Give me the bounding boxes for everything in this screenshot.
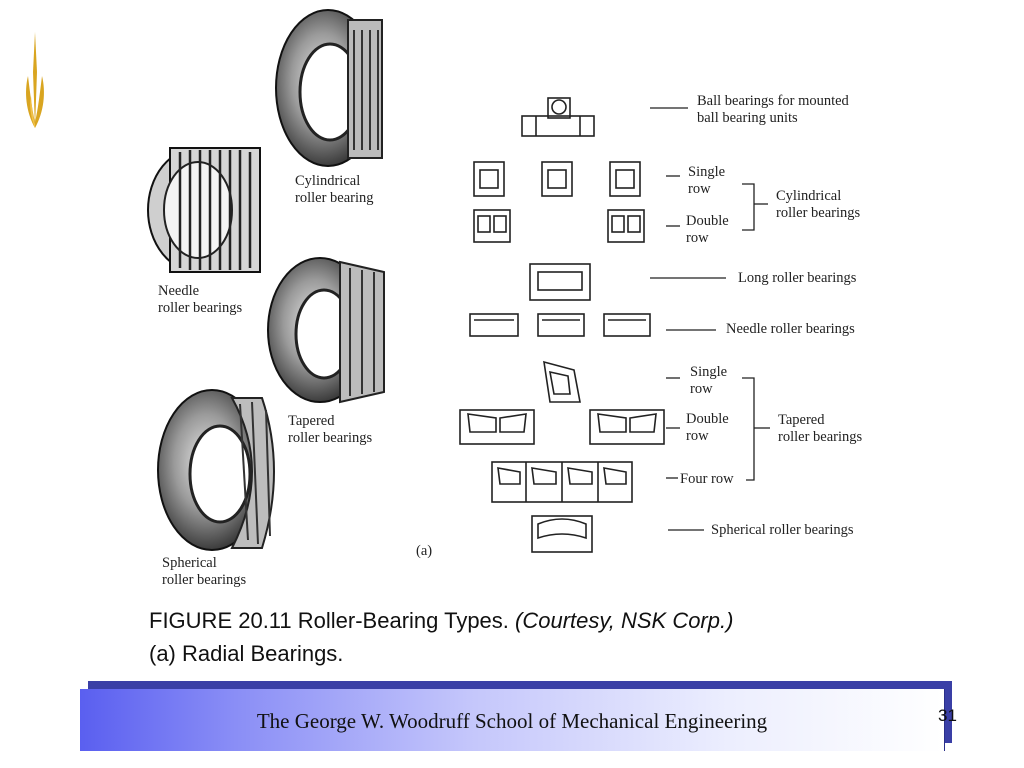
label-spherical-roller: Spherical roller bearings — [711, 522, 854, 538]
footer-banner: The George W. Woodruff School of Mechani… — [80, 689, 945, 751]
spherical-roller-section — [531, 515, 593, 553]
georgia-tech-logo-icon — [26, 32, 44, 128]
label-needle-roller: Needle roller bearings — [726, 321, 855, 337]
tapered-bearing-photo — [267, 257, 385, 404]
label-tap-single-row: Single row — [690, 364, 728, 397]
label-cyl-single-row: Single row — [688, 164, 726, 197]
label-four-row: Four row — [680, 471, 734, 487]
spherical-bearing-photo — [157, 389, 275, 551]
caption-line-2: (a) Radial Bearings. — [149, 641, 344, 666]
tapered-single-row-section — [543, 360, 581, 403]
long-roller-section — [529, 263, 591, 301]
bearing-illustration — [147, 9, 770, 553]
label-needle-photo: Needle roller bearings — [158, 283, 243, 316]
leader-lines — [650, 107, 770, 531]
label-ball-bearings: Ball bearings for mounted ball bearing u… — [697, 93, 849, 126]
label-panel-a: (a) — [416, 543, 433, 559]
cylindrical-double-row-sections — [473, 209, 645, 243]
bearing-cross-sections — [459, 97, 665, 553]
needle-bearing-photo — [147, 147, 261, 273]
label-spherical-photo: Spherical roller bearings — [162, 555, 247, 588]
figure-caption: FIGURE 20.11 Roller-Bearing Types. (Cour… — [149, 604, 733, 670]
label-cylindrical-group: Cylindrical roller bearings — [776, 188, 861, 221]
tapered-double-row-sections — [459, 409, 665, 445]
cylindrical-bearing-photo — [275, 9, 383, 167]
page-number: 31 — [938, 706, 957, 725]
caption-title: FIGURE 20.11 Roller-Bearing Types. — [149, 608, 516, 633]
ball-bearing-unit-section — [521, 97, 595, 137]
label-cylindrical-photo: Cylindrical roller bearing — [295, 173, 374, 206]
bearing-figure: Cylindrical roller bearing Needle roller… — [140, 0, 910, 600]
label-long-roller: Long roller bearings — [738, 270, 857, 286]
cylindrical-single-row-sections — [473, 161, 641, 197]
label-tapered-photo: Tapered roller bearings — [288, 413, 373, 446]
caption-credit: (Courtesy, NSK Corp.) — [515, 608, 734, 633]
label-tapered-group: Tapered roller bearings — [778, 412, 863, 445]
caption-line-1: FIGURE 20.11 Roller-Bearing Types. (Cour… — [149, 604, 733, 637]
institution-name: The George W. Woodruff School of Mechani… — [256, 709, 768, 733]
label-tap-double-row: Double row — [686, 411, 729, 444]
label-cyl-double-row: Double row — [686, 213, 729, 246]
needle-roller-sections — [469, 313, 651, 337]
tapered-four-row-section — [491, 461, 633, 503]
